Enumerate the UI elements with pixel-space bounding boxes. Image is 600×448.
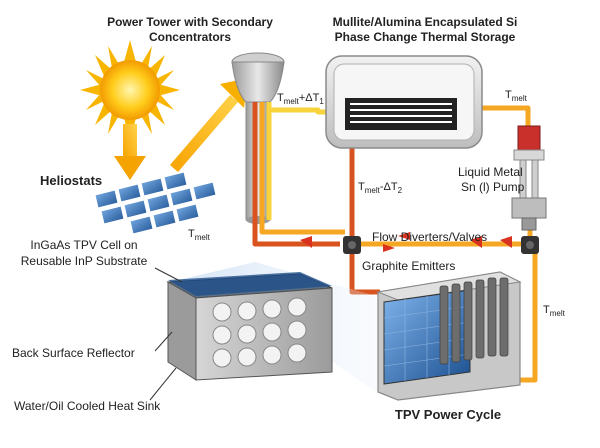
tpv-cell-heat-sink xyxy=(166,272,333,381)
tpv-cell-label-line2: Reusable InP Substrate xyxy=(21,254,148,268)
svg-text:Tmelt+ΔT1: Tmelt+ΔT1 xyxy=(277,92,324,106)
thermal-storage-tank xyxy=(325,55,483,149)
power-tower-title-line2: Concentrators xyxy=(149,30,231,44)
callout-lines xyxy=(149,267,183,401)
liquid-metal-label-line2: Sn (l) Pump xyxy=(461,180,525,194)
tpv-power-cycle-unit xyxy=(376,271,522,401)
temp-label-melt-top: Tmelt xyxy=(505,89,528,103)
sun-to-heliostats-arrow xyxy=(114,124,146,180)
graphite-emitters-label: Graphite Emitters xyxy=(362,259,455,273)
heliostats-label: Heliostats xyxy=(40,173,102,188)
power-tower xyxy=(231,52,285,224)
svg-text:Tmelt: Tmelt xyxy=(543,304,566,318)
flow-diverters-label: Flow Diverters/Valves xyxy=(372,230,487,244)
heliostat-array xyxy=(94,171,217,235)
back-reflector-label: Back Surface Reflector xyxy=(12,346,135,360)
liquid-metal-pump xyxy=(511,125,547,231)
heat-sink-label: Water/Oil Cooled Heat Sink xyxy=(14,399,161,413)
temp-label-melt-right: Tmelt xyxy=(543,304,566,318)
temp-label-melt-plus-dt1: Tmelt+ΔT1 xyxy=(277,92,324,106)
flow-valve-left-icon xyxy=(343,236,361,254)
temp-label-melt-minus-dt2: Tmelt-ΔT2 xyxy=(358,181,403,195)
flow-direction-arrows xyxy=(300,232,512,252)
sun-icon xyxy=(80,40,180,140)
svg-text:Tmelt: Tmelt xyxy=(505,89,528,103)
storage-title-line1: Mullite/Alumina Encapsulated Si xyxy=(333,15,518,29)
tpv-cell-label-line1: InGaAs TPV Cell on xyxy=(30,238,137,252)
storage-title-line2: Phase Change Thermal Storage xyxy=(335,30,516,44)
power-tower-title-line1: Power Tower with Secondary xyxy=(107,15,273,29)
heliostats-to-tower-arrow xyxy=(170,78,248,172)
graphite-emitter-rods xyxy=(439,277,509,365)
svg-text:Tmelt: Tmelt xyxy=(188,228,211,242)
flow-valve-right-icon xyxy=(521,236,539,254)
liquid-metal-label-line1: Liquid Metal xyxy=(458,165,523,179)
temp-label-melt-left: Tmelt xyxy=(188,228,211,242)
svg-text:Tmelt-ΔT2: Tmelt-ΔT2 xyxy=(358,181,403,195)
tpv-cycle-label: TPV Power Cycle xyxy=(395,407,501,422)
